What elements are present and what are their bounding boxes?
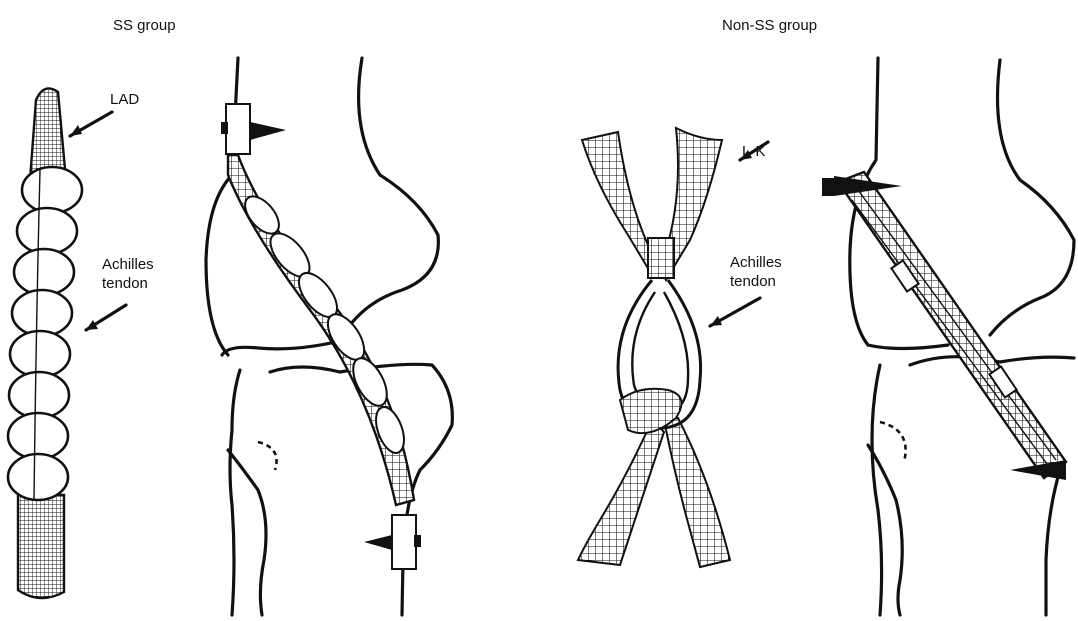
lk-looped-graft [578, 128, 730, 567]
non-ss-group-title: Non-SS group [722, 17, 817, 34]
achilles-label-right-2: tendon [730, 273, 776, 290]
knee-ss [206, 58, 452, 615]
ss-group-title: SS group [113, 17, 176, 34]
lad-braided-graft [8, 88, 82, 598]
achilles-label-left-2: tendon [102, 275, 148, 292]
lad-label: LAD [110, 91, 139, 108]
achilles-label-right-1: Achilles [730, 254, 782, 271]
achilles-label-left-1: Achilles [102, 256, 154, 273]
knee-non-ss [822, 58, 1074, 615]
